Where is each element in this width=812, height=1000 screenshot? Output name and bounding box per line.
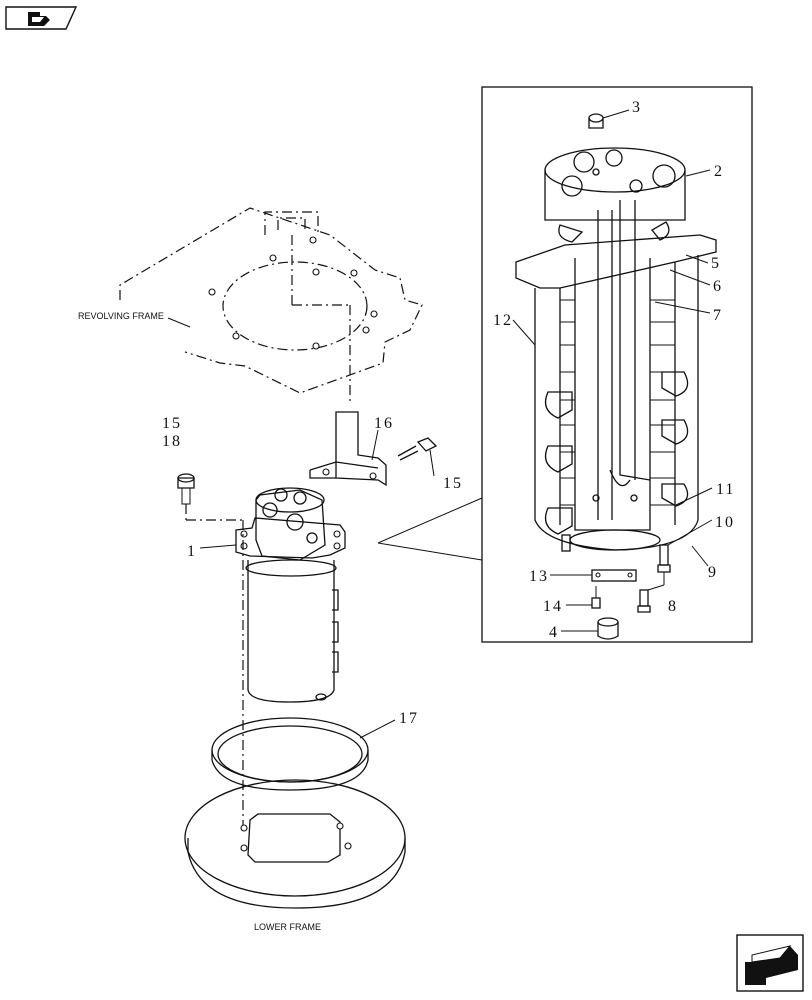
swivel-joint-assembly — [235, 487, 346, 830]
revolving-frame-label: REVOLVING FRAME — [78, 311, 164, 321]
bolt-part-14 — [591, 586, 601, 609]
callout-6: 6 — [713, 278, 723, 295]
bolt-part-10 — [561, 534, 571, 552]
callout-1: 1 — [187, 543, 197, 560]
callout-16: 16 — [374, 415, 394, 432]
bracket-part-16 — [309, 411, 387, 487]
callout-8: 8 — [668, 598, 678, 615]
lower-frame-label: LOWER FRAME — [254, 922, 321, 932]
callout-7: 7 — [713, 307, 723, 324]
next-page-button[interactable] — [736, 934, 804, 992]
seal-ring-part-17 — [211, 717, 369, 791]
callout-12: 12 — [493, 312, 513, 329]
callout-2: 2 — [714, 163, 724, 180]
back-nav-button[interactable] — [5, 6, 78, 30]
callout-18: 18 — [162, 433, 182, 450]
detail-inset-frame — [481, 86, 753, 643]
plug-part-4 — [597, 617, 619, 640]
callout-17: 17 — [399, 710, 419, 727]
lower-frame-ring — [184, 779, 406, 909]
next-page-arrow-icon — [745, 945, 798, 985]
callout-13: 13 — [529, 568, 549, 585]
callout-14: 14 — [543, 598, 563, 615]
rotor-cutaway-detail — [515, 147, 717, 551]
folder-back-icon — [28, 12, 50, 26]
bolt-part-15-18 — [177, 473, 243, 521]
bolt-part-8-left — [637, 589, 651, 613]
callout-5: 5 — [711, 255, 721, 272]
leader-lines — [199, 109, 713, 739]
callout-15-left: 15 — [162, 415, 182, 432]
callout-11: 11 — [716, 481, 735, 498]
callout-9: 9 — [708, 564, 718, 581]
callout-15-right: 15 — [443, 475, 463, 492]
callout-10: 10 — [715, 514, 735, 531]
revolving-frame-outline — [119, 207, 423, 405]
bolt-part-8-right — [657, 544, 671, 573]
callout-3: 3 — [632, 99, 642, 116]
callout-4: 4 — [549, 624, 559, 641]
bolt-part-15 — [397, 437, 438, 461]
